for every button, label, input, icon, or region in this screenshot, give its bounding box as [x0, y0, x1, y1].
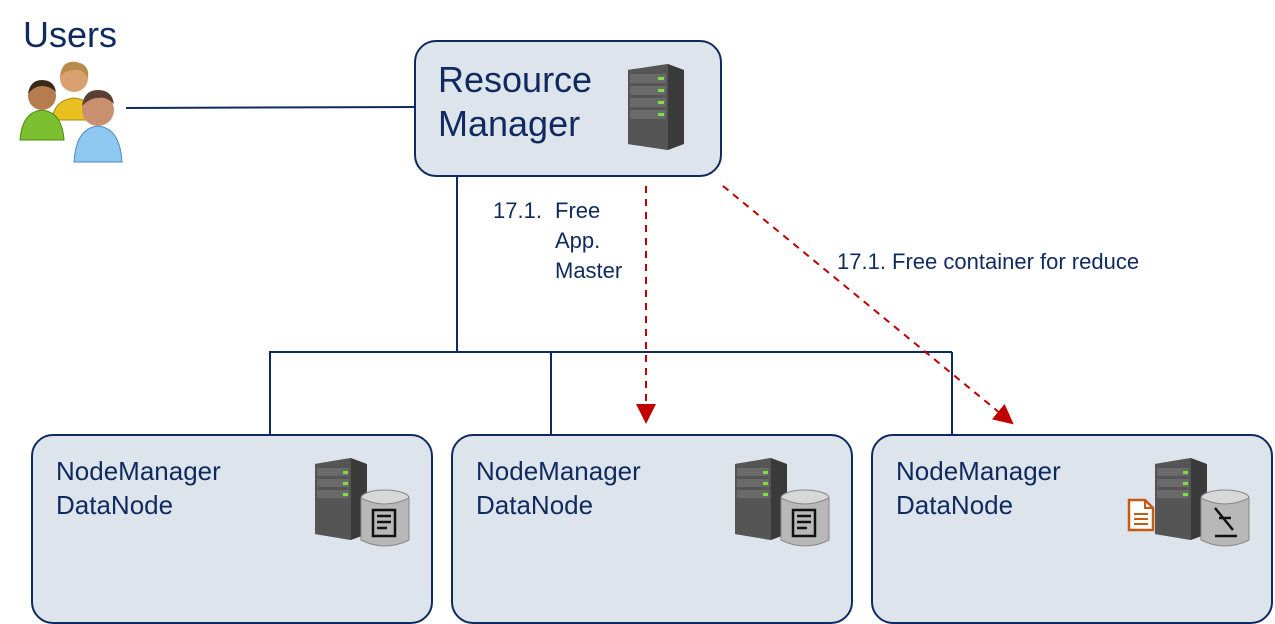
app-master-text-3: Master [555, 258, 623, 283]
server-database-icon [315, 458, 410, 547]
app-master-text-2: App. [555, 228, 601, 253]
server-database-icon [1155, 458, 1250, 547]
resource-manager-label-line1: Resource [438, 59, 593, 100]
node-manager-box-2: NodeManager DataNode [451, 434, 853, 624]
users-icon [19, 61, 123, 163]
resource-manager-box: Resource Manager [414, 40, 722, 177]
data-node-label: DataNode [476, 490, 594, 520]
reduce-container-arrow [722, 185, 1014, 425]
node-manager-box-1: NodeManager DataNode [31, 434, 433, 624]
resource-manager-label-line2: Manager [438, 103, 581, 144]
users-to-rm-line [125, 106, 417, 109]
node-manager-label: NodeManager [476, 456, 641, 486]
server-icon [628, 64, 684, 150]
node-manager-label: NodeManager [896, 456, 1061, 486]
server-database-icon [735, 458, 830, 547]
data-node-label: DataNode [56, 490, 174, 520]
node-manager-box-3: NodeManager DataNode [871, 434, 1273, 624]
document-icon [1127, 498, 1155, 532]
app-master-text-1: Free [555, 198, 601, 223]
users-label: Users [23, 14, 118, 55]
reduce-container-label: 17.1. Free container for reduce [837, 249, 1140, 274]
app-master-step-number: 17.1. [493, 198, 542, 223]
data-node-label: DataNode [896, 490, 1014, 520]
node-manager-label: NodeManager [56, 456, 221, 486]
